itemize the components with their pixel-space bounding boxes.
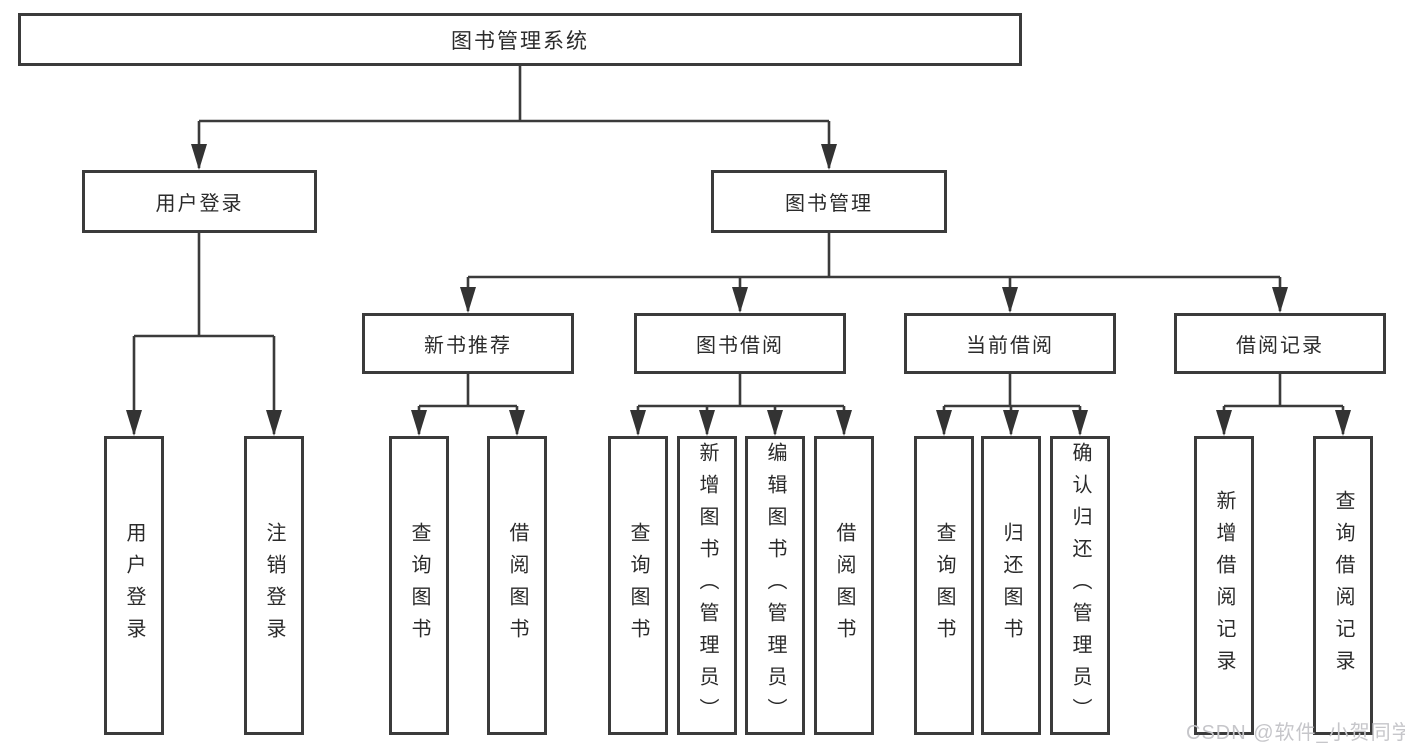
edge-user-login-children bbox=[132, 233, 276, 434]
leaf-logout: 注销登录 bbox=[244, 436, 304, 735]
arrow-down-icon bbox=[821, 144, 837, 170]
leaf-add-book-admin-label: 新增图书（管理员） bbox=[696, 441, 718, 730]
arrow-down-icon bbox=[191, 144, 207, 170]
arrow-down-icon bbox=[266, 410, 282, 436]
arrow-down-icon bbox=[936, 410, 952, 436]
edge-borrowing-children bbox=[636, 374, 846, 434]
leaf-query-books-borrowing-label: 查询图书 bbox=[627, 521, 649, 650]
leaf-borrow-books-borrowing-label: 借阅图书 bbox=[833, 521, 855, 650]
arrow-down-icon bbox=[1335, 410, 1351, 436]
leaf-edit-book-admin-label: 编辑图书（管理员） bbox=[764, 441, 786, 730]
leaf-confirm-return-admin-label: 确认归还（管理员） bbox=[1069, 441, 1091, 730]
leaf-query-books-recommend: 查询图书 bbox=[389, 436, 449, 735]
leaf-return-book-label: 归还图书 bbox=[1000, 521, 1022, 650]
leaf-query-books-current: 查询图书 bbox=[914, 436, 974, 735]
leaf-user-login-label: 用户登录 bbox=[123, 521, 145, 650]
arrow-down-icon bbox=[732, 287, 748, 313]
arrow-down-icon bbox=[1003, 410, 1019, 436]
arrowheads bbox=[126, 144, 1351, 436]
arrow-down-icon bbox=[1072, 410, 1088, 436]
arrow-down-icon bbox=[411, 410, 427, 436]
node-current-borrowing: 当前借阅 bbox=[904, 313, 1116, 374]
node-user-login-label: 用户登录 bbox=[155, 193, 244, 215]
leaf-query-borrow-record: 查询借阅记录 bbox=[1313, 436, 1373, 735]
csdn-watermark: CSDN @软件_小贺同学 bbox=[1186, 722, 1405, 744]
leaf-edit-book-admin: 编辑图书（管理员） bbox=[745, 436, 805, 735]
node-book-borrowing: 图书借阅 bbox=[634, 313, 846, 374]
edge-book-management-sections bbox=[466, 233, 1282, 311]
node-book-borrowing-label: 图书借阅 bbox=[696, 335, 784, 357]
arrow-down-icon bbox=[767, 410, 783, 436]
leaf-add-borrow-record: 新增借阅记录 bbox=[1194, 436, 1254, 735]
leaf-query-books-current-label: 查询图书 bbox=[933, 521, 955, 650]
arrow-down-icon bbox=[460, 287, 476, 313]
leaf-borrow-books-recommend: 借阅图书 bbox=[487, 436, 547, 735]
arrow-down-icon bbox=[1272, 287, 1288, 313]
node-borrowing-records-label: 借阅记录 bbox=[1236, 335, 1324, 357]
edge-new-book-children bbox=[417, 374, 519, 434]
leaf-query-borrow-record-label: 查询借阅记录 bbox=[1332, 489, 1354, 682]
arrow-down-icon bbox=[699, 410, 715, 436]
leaf-borrow-books-borrowing: 借阅图书 bbox=[814, 436, 874, 735]
leaf-logout-label: 注销登录 bbox=[263, 521, 285, 650]
node-current-borrowing-label: 当前借阅 bbox=[966, 335, 1054, 357]
tree-edges bbox=[132, 66, 1345, 434]
node-new-book-recommend-label: 新书推荐 bbox=[424, 335, 512, 357]
leaf-query-books-borrowing: 查询图书 bbox=[608, 436, 668, 735]
leaf-add-book-admin: 新增图书（管理员） bbox=[677, 436, 737, 735]
edge-root-to-level2 bbox=[197, 66, 831, 168]
arrow-down-icon bbox=[1216, 410, 1232, 436]
leaf-add-borrow-record-label: 新增借阅记录 bbox=[1213, 489, 1235, 682]
arrow-down-icon bbox=[630, 410, 646, 436]
node-book-management-label: 图书管理 bbox=[785, 193, 873, 215]
node-library-system: 图书管理系统 bbox=[18, 13, 1022, 66]
arrow-down-icon bbox=[509, 410, 525, 436]
leaf-confirm-return-admin: 确认归还（管理员） bbox=[1050, 436, 1110, 735]
leaf-return-book: 归还图书 bbox=[981, 436, 1041, 735]
arrow-down-icon bbox=[836, 410, 852, 436]
arrow-down-icon bbox=[1002, 287, 1018, 313]
node-book-management: 图书管理 bbox=[711, 170, 947, 233]
leaf-user-login: 用户登录 bbox=[104, 436, 164, 735]
leaf-borrow-books-recommend-label: 借阅图书 bbox=[506, 521, 528, 650]
node-new-book-recommend: 新书推荐 bbox=[362, 313, 574, 374]
node-user-login: 用户登录 bbox=[82, 170, 317, 233]
leaf-query-books-recommend-label: 查询图书 bbox=[408, 521, 430, 650]
node-library-system-label: 图书管理系统 bbox=[451, 29, 589, 53]
node-borrowing-records: 借阅记录 bbox=[1174, 313, 1386, 374]
arrow-down-icon bbox=[126, 410, 142, 436]
edge-records-children bbox=[1222, 374, 1345, 434]
